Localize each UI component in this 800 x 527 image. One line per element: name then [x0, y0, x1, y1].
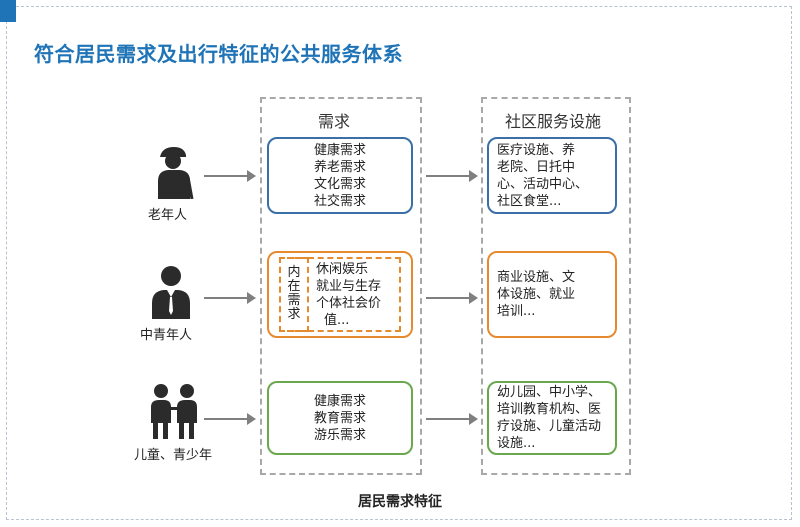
corner-accent	[0, 0, 16, 22]
person-label-adult: 中青年人	[140, 328, 193, 343]
arrow-children-to-facilities	[426, 413, 478, 425]
need-item: 休闲娱乐	[316, 262, 369, 277]
slide-frame	[6, 6, 792, 520]
facility-line: 老院、日托中	[497, 159, 576, 175]
person-label-children: 儿童、青少年	[134, 448, 213, 463]
need-item: 教育需求	[313, 410, 366, 426]
needs-box-adult	[267, 251, 413, 338]
arrow-elderly-to-facilities	[426, 170, 478, 182]
page-title: 符合居民需求及出行特征的公共服务体系	[34, 42, 403, 66]
inner-needs-label: 内 在 需 求	[287, 265, 301, 322]
facilities-box-children: 幼儿园、中小学、 培训教育机构、医 疗设施、儿童活动 设施...	[487, 381, 617, 455]
facility-line: 社区食堂...	[497, 193, 562, 209]
facilities-box-elderly: 医疗设施、养 老院、日托中 心、活动中心、 社区食堂...	[487, 137, 617, 214]
adult-person-icon	[148, 263, 194, 323]
facility-line: 培训...	[497, 304, 536, 319]
elderly-person-icon	[150, 143, 196, 203]
need-item: 健康需求	[313, 142, 366, 158]
facility-line: 疗设施、儿童活动	[497, 419, 602, 434]
facilities-column-header: 社区服务设施	[505, 112, 602, 131]
needs-column	[260, 97, 422, 475]
facility-line: 体设施、就业	[497, 287, 576, 302]
diagram-caption: 居民需求特征	[358, 494, 442, 510]
facility-line: 商业设施、文	[497, 270, 576, 285]
arrow-children-to-needs	[204, 413, 256, 425]
needs-box-elderly: 健康需求 养老需求 文化需求 社交需求	[267, 137, 413, 214]
need-item: 养老需求	[313, 159, 366, 175]
needs-box-children: 健康需求 教育需求 游乐需求	[267, 381, 413, 455]
need-item: 就业与生存	[316, 279, 382, 294]
inner-needs-list: 休闲娱乐 就业与生存 个体社会价 值...	[316, 261, 381, 329]
facilities-box-adult: 商业设施、文 体设施、就业 培训...	[487, 251, 617, 338]
need-item: 值...	[324, 313, 350, 328]
need-item: 文化需求	[313, 176, 366, 192]
arrow-elderly-to-needs	[204, 170, 256, 182]
facility-line: 心、活动中心、	[497, 176, 589, 192]
person-label-elderly: 老年人	[148, 208, 188, 223]
arrow-adult-to-needs	[204, 292, 256, 304]
facility-line: 培训教育机构、医	[497, 402, 602, 417]
needs-column-header: 需求	[318, 112, 351, 131]
inner-needs-label-box	[279, 257, 309, 332]
need-item: 游乐需求	[313, 427, 366, 443]
need-item: 社交需求	[313, 193, 366, 209]
need-item: 健康需求	[313, 393, 366, 409]
facility-line: 医疗设施、养	[497, 142, 576, 158]
arrow-adult-to-facilities	[426, 292, 478, 304]
children-person-icon	[145, 383, 203, 443]
facility-line: 幼儿园、中小学、	[497, 385, 602, 400]
facilities-column	[481, 97, 631, 475]
facility-line: 设施...	[497, 436, 536, 451]
need-item: 个体社会价	[316, 296, 382, 311]
